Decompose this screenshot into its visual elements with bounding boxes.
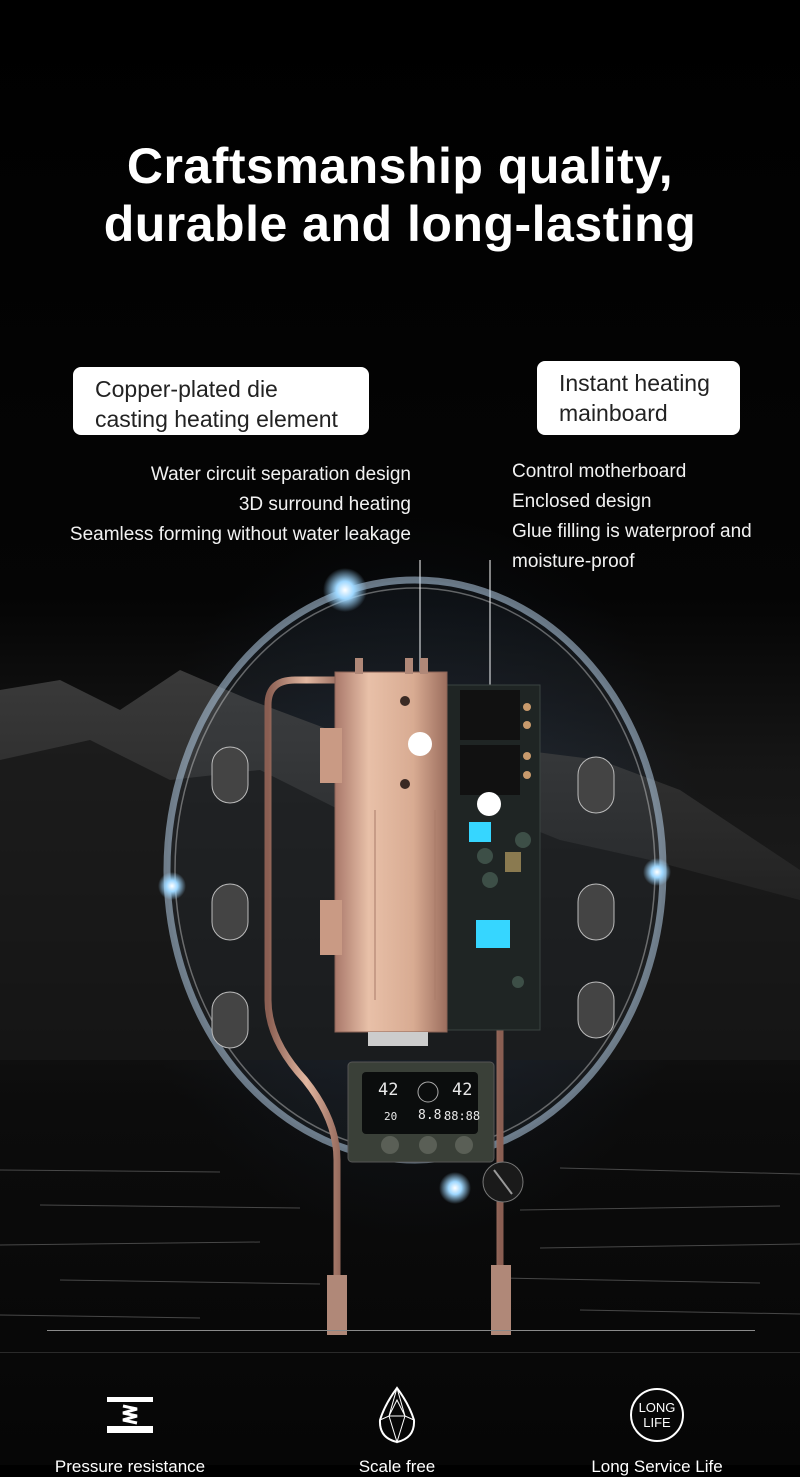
title-line-2: durable and long-lasting	[103, 196, 697, 252]
mainboard	[439, 684, 541, 1031]
badge-text: LIFE	[643, 1415, 671, 1430]
left-temp: 42	[378, 1080, 399, 1100]
heating-element-label-line-1: Copper-plated die	[95, 376, 278, 402]
feature-text: 3D surround heating	[238, 494, 411, 515]
small-mid-readout: 8.8.	[418, 1108, 450, 1123]
feature-text: Seamless forming without water leakage	[69, 524, 411, 545]
heating-element-label-line-2: casting heating element	[95, 406, 338, 432]
feature-caption: Long Service Life	[591, 1457, 723, 1476]
spring-icon	[40, 1380, 220, 1450]
small-right-readout: 88:88	[444, 1109, 481, 1123]
mainboard-label-line-2: mainboard	[559, 400, 668, 426]
diamond-icon	[307, 1380, 487, 1450]
mainboard-marker	[477, 792, 501, 816]
feature-text: Enclosed design	[512, 491, 652, 512]
pressure-resistance-feature: Pressure resistance	[40, 1380, 220, 1477]
feature-caption: Pressure resistance	[54, 1457, 206, 1476]
display-readout: 42 42 20 8.8. 88:88	[362, 1072, 481, 1134]
badge-text: LONG	[638, 1400, 676, 1415]
long-life-badge-icon: LONG LIFE	[630, 1388, 684, 1442]
scale-free-feature: Scale free	[307, 1380, 487, 1477]
heating-element	[320, 658, 448, 1046]
long-service-life-feature: LONG LIFE Long Service Life	[567, 1380, 747, 1477]
small-left-readout: 20	[384, 1110, 398, 1123]
feature-text: Water circuit separation design	[150, 464, 411, 485]
divider-line	[47, 1330, 755, 1331]
page-title: Craftsmanship quality, durable and long-…	[0, 137, 800, 253]
mainboard-label-line-1: Instant heating	[559, 370, 710, 396]
mainboard-label: Instant heating mainboard	[537, 361, 740, 435]
callout-leader-lines	[419, 560, 491, 800]
water-reflection	[0, 1167, 800, 1319]
title-line-1: Craftsmanship quality,	[126, 138, 674, 194]
divider-line	[0, 1352, 800, 1353]
heating-element-features: Water circuit separation design 3D surro…	[70, 460, 411, 550]
right-temp: 42	[452, 1080, 473, 1100]
display-panel	[347, 1061, 495, 1163]
feature-text: Control motherboard	[512, 461, 687, 482]
heating-element-marker	[408, 732, 432, 756]
heating-element-label: Copper-plated die casting heating elemen…	[73, 367, 369, 435]
feature-text: Glue filling is waterproof and	[512, 521, 752, 542]
feature-text: moisture-proof	[512, 551, 635, 572]
mainboard-features: Control motherboard Enclosed design Glue…	[512, 457, 752, 577]
water-heater-illustration	[158, 560, 671, 1335]
feature-caption: Scale free	[358, 1457, 436, 1476]
